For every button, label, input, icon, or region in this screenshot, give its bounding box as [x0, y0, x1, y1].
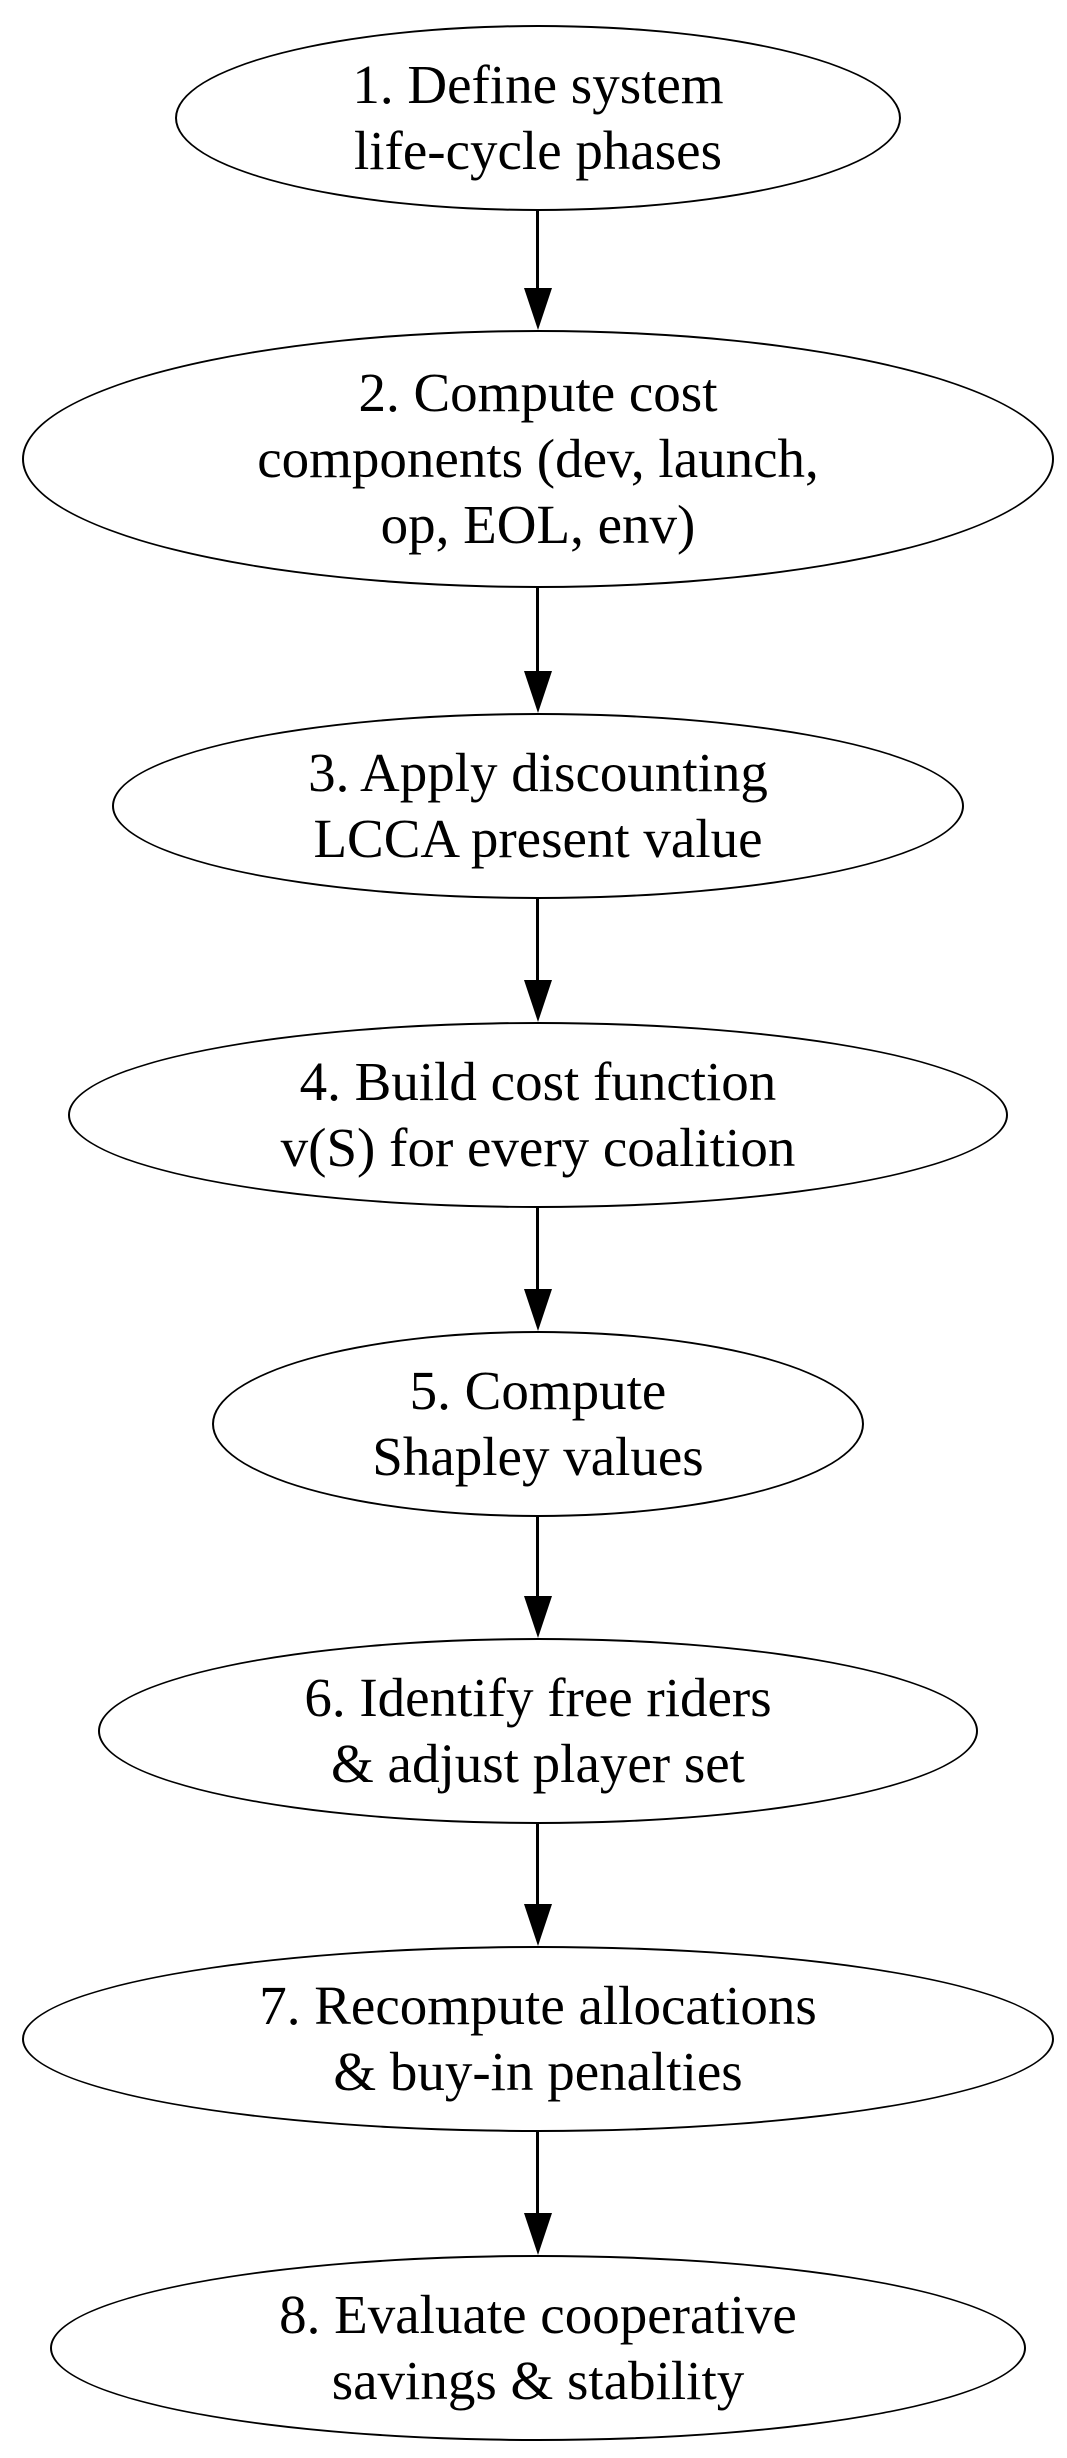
flowchart-node-step-5: 5. Compute Shapley values — [212, 1331, 864, 1517]
node-label: 4. Build cost function v(S) for every co… — [280, 1051, 796, 1178]
flowchart-node-step-4: 4. Build cost function v(S) for every co… — [68, 1022, 1008, 1208]
flowchart-node-step-8: 8. Evaluate cooperative savings & stabil… — [50, 2255, 1026, 2441]
arrowhead-icon — [524, 1904, 552, 1946]
flowchart-node-step-1: 1. Define system life-cycle phases — [175, 25, 901, 211]
node-label: 1. Define system life-cycle phases — [352, 54, 724, 181]
node-label: 5. Compute Shapley values — [372, 1360, 704, 1487]
arrowhead-icon — [524, 980, 552, 1022]
edge-line-4-5 — [536, 1208, 539, 1289]
arrowhead-icon — [524, 2213, 552, 2255]
flowchart-node-step-7: 7. Recompute allocations & buy-in penalt… — [22, 1946, 1054, 2132]
node-label: 3. Apply discounting LCCA present value — [308, 742, 768, 869]
arrowhead-icon — [524, 1289, 552, 1331]
edge-line-7-8 — [536, 2132, 539, 2213]
arrowhead-icon — [524, 1596, 552, 1638]
flowchart-node-step-2: 2. Compute cost components (dev, launch,… — [22, 330, 1054, 588]
node-label: 7. Recompute allocations & buy-in penalt… — [259, 1975, 817, 2102]
node-label: 8. Evaluate cooperative savings & stabil… — [279, 2284, 797, 2411]
flowchart-node-step-3: 3. Apply discounting LCCA present value — [112, 713, 964, 899]
edge-line-5-6 — [536, 1517, 539, 1596]
edge-line-2-3 — [536, 588, 539, 671]
edge-line-3-4 — [536, 899, 539, 980]
node-label: 6. Identify free riders & adjust player … — [304, 1667, 772, 1794]
arrowhead-icon — [524, 671, 552, 713]
edge-line-1-2 — [536, 211, 539, 288]
node-label: 2. Compute cost components (dev, launch,… — [257, 362, 819, 555]
edge-line-6-7 — [536, 1824, 539, 1904]
flowchart-node-step-6: 6. Identify free riders & adjust player … — [98, 1638, 978, 1824]
arrowhead-icon — [524, 288, 552, 330]
